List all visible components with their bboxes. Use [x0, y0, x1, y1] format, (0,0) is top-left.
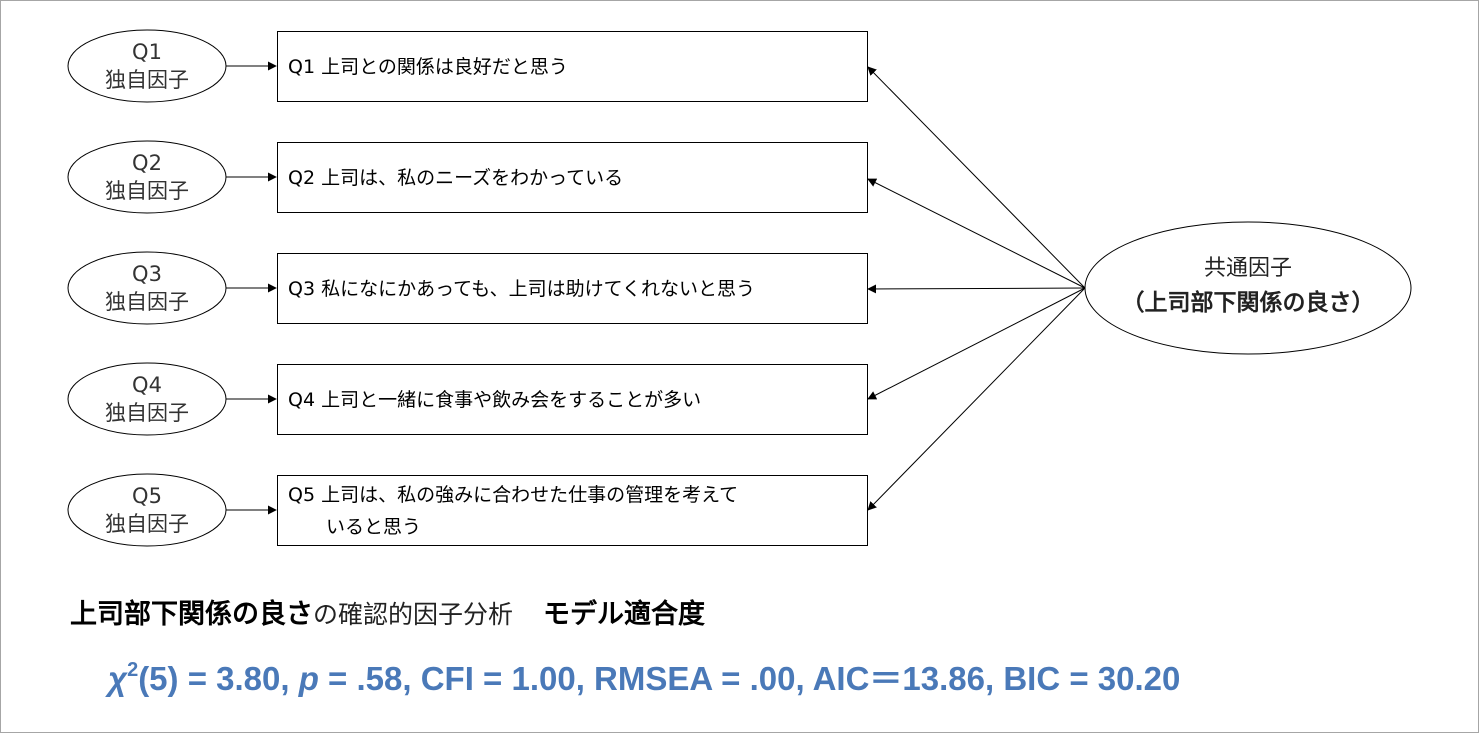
item-box-q4	[277, 364, 868, 435]
item-box-q2	[277, 142, 868, 213]
unique-factor-text: 独自因子	[105, 401, 189, 425]
unique-factor-label-q4: Q4 独自因子	[87, 371, 207, 427]
loading-arrow-q1	[867, 66, 1086, 289]
item-box-q3	[277, 253, 868, 324]
item-text: Q2 上司は、私のニーズをわかっている	[288, 167, 624, 189]
chi-symbol: χ	[108, 660, 128, 697]
item-box-q5	[277, 475, 868, 546]
unique-factor-q-label: Q4	[132, 373, 162, 397]
item-text: Q1 上司との関係は良好だと思う	[288, 56, 568, 78]
item-box-q1	[277, 31, 868, 102]
item-text-q3: Q3 私になにかあっても、上司は助けてくれないと思う	[278, 273, 866, 305]
common-factor-title: 共通因子	[1203, 256, 1292, 281]
unique-factor-q-label: Q5	[132, 484, 162, 508]
item-text: Q5 上司は、私の強みに合わせた仕事の管理を考えて	[288, 484, 739, 506]
unique-factor-label-q2: Q2 独自因子	[87, 149, 207, 205]
chi-df: (5)	[138, 660, 179, 697]
item-text-q5: Q5 上司は、私の強みに合わせた仕事の管理を考えて いると思う	[278, 479, 866, 543]
item-text: Q4 上司と一緒に食事や飲み会をすることが多い	[288, 389, 702, 411]
caption-analysis: の確認的因子分析	[313, 600, 514, 629]
loading-arrow-q3	[867, 284, 1086, 294]
unique-factor-q-label: Q1	[132, 40, 162, 64]
loading-arrow-q5	[867, 287, 1086, 511]
chi-value: = 3.80,	[178, 660, 299, 697]
loading-arrow-q4	[867, 287, 1086, 400]
item-text-q4: Q4 上司と一緒に食事や飲み会をすることが多い	[278, 384, 866, 416]
item-text-q1: Q1 上司との関係は良好だと思う	[278, 51, 866, 83]
unique-factor-q-label: Q3	[132, 262, 162, 286]
unique-factor-text: 独自因子	[105, 68, 189, 92]
item-text: Q3 私になにかあっても、上司は助けてくれないと思う	[288, 278, 756, 300]
unique-factor-text: 独自因子	[105, 290, 189, 314]
common-factor-label: 共通因子 （上司部下関係の良さ）	[1098, 252, 1398, 320]
caption-factor-name: 上司部下関係の良さ	[70, 599, 313, 630]
unique-factor-text: 独自因子	[105, 179, 189, 203]
figure-caption: 上司部下関係の良さの確認的因子分析モデル適合度	[70, 592, 705, 631]
loading-arrow-q2	[867, 178, 1086, 289]
p-symbol: p	[298, 660, 319, 697]
unique-factor-q-label: Q2	[132, 151, 162, 175]
item-text-continuation: いると思う	[326, 516, 422, 538]
unique-factor-label-q3: Q3 独自因子	[87, 260, 207, 316]
caption-fit-title: モデル適合度	[543, 599, 706, 630]
unique-factor-label-q5: Q5 独自因子	[87, 482, 207, 538]
chi-superscript: 2	[127, 659, 139, 681]
common-factor-subtitle: （上司部下関係の良さ）	[1121, 290, 1375, 316]
fit-indices: χ2(5) = 3.80, p = .58, CFI = 1.00, RMSEA…	[108, 652, 1180, 700]
item-text-q2: Q2 上司は、私のニーズをわかっている	[278, 162, 866, 194]
unique-factor-text: 独自因子	[105, 512, 189, 536]
unique-factor-label-q1: Q1 独自因子	[87, 38, 207, 94]
fit-values: = .58, CFI = 1.00, RMSEA = .00, AIC＝13.8…	[318, 660, 1181, 697]
